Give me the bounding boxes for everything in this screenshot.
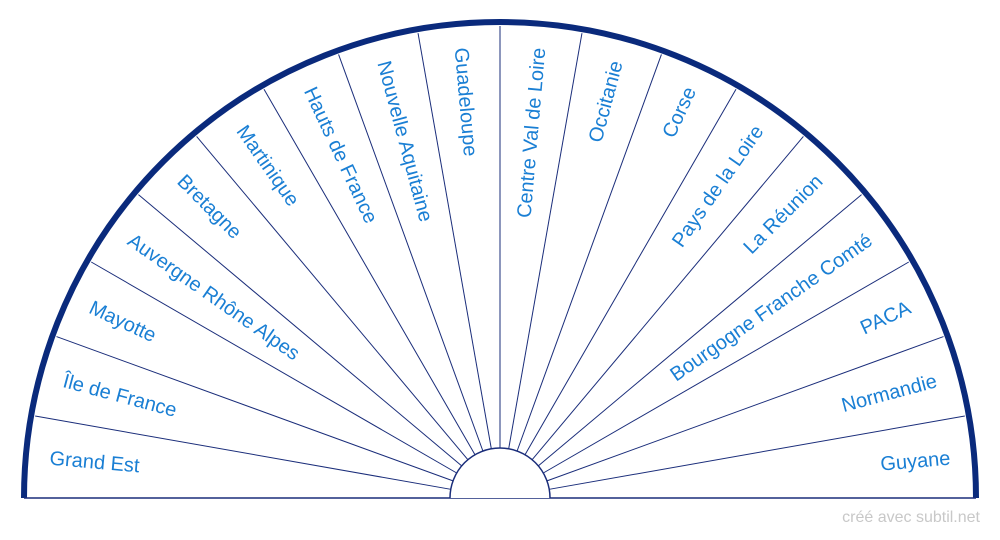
sector-label: Guyane [880,448,952,476]
sector-divider [508,33,583,449]
sector-divider [56,336,454,482]
sector-divider [516,54,662,452]
sector-divider [524,88,737,455]
sector-dividers [35,26,965,490]
sector-label: Hauts de France [299,84,381,227]
sector-divider [531,136,804,461]
sector-label: Grand Est [49,448,141,478]
sector-divider [138,194,463,467]
sector-divider [263,88,476,455]
credit-text: créé avec subtil.net [842,509,980,526]
sector-divider [543,261,910,474]
center-hub-arc [449,447,551,499]
sector-label: Mayotte [86,297,160,347]
sector-divider [35,415,451,490]
sector-divider [537,194,862,467]
sector-divider [546,336,944,482]
sector-label: PACA [857,297,915,340]
sector-divider [417,33,492,449]
sector-label: Bourgogne Franche Comté [666,230,876,386]
sector-label: Normandie [839,370,939,417]
outer-rim-arc [21,19,979,499]
sector-label: Occitanie [585,59,628,145]
sector-divider [338,54,484,452]
sector-divider [196,136,469,461]
sector-divider [549,415,965,490]
sector-label: Centre Val de Loire [514,47,551,219]
sector-label: Corse [658,84,700,142]
sector-label: Martinique [232,121,304,210]
sector-label: Guadeloupe [450,47,481,157]
sector-label: Île de France [60,369,180,422]
sector-divider [90,261,457,474]
sector-label: La Réunion [739,171,827,259]
